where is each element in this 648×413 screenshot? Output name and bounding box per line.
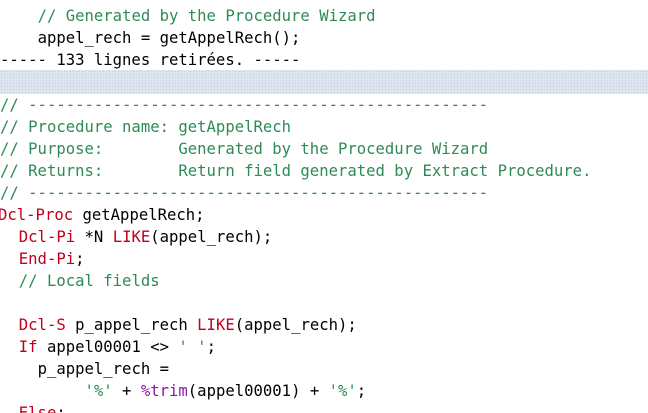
code-indent — [0, 382, 85, 400]
code-token-kw: If — [18, 338, 38, 356]
code-token-kw: Dcl-S — [18, 316, 66, 334]
code-token-cmt: // -------------------------------------… — [0, 184, 489, 202]
code-line[interactable]: // Purpose: Generated by the Procedure W… — [0, 138, 648, 160]
code-token-str: '%' — [328, 382, 357, 400]
code-token-cmt: // Procedure name: getAppelRech — [0, 118, 292, 136]
code-token-plain: (appel_rech); — [150, 228, 273, 246]
code-token-str: ' ' — [178, 338, 207, 356]
code-token-plain: getAppelRech; — [73, 206, 205, 224]
code-line[interactable]: // Returns: Return field generated by Ex… — [0, 160, 648, 182]
code-token-kw: LIKE — [197, 316, 235, 334]
code-token-cmt: // -------------------------------------… — [0, 96, 489, 114]
code-line[interactable]: If appel00001 <> ' '; — [0, 336, 648, 358]
code-token-kw: Dcl-Proc — [0, 206, 74, 224]
code-token-plain: p_appel_rech = — [37, 360, 169, 378]
code-line[interactable]: End-Pi; — [0, 248, 648, 270]
code-token-kw: Dcl-Pi — [18, 228, 76, 246]
code-token-kw: LIKE — [112, 228, 151, 246]
code-line[interactable]: // Generated by the Procedure Wizard — [0, 5, 648, 27]
code-indent — [0, 360, 38, 378]
code-token-plain: (appel_rech); — [234, 316, 357, 334]
code-token-cmt: // Returns: Return field generated by Ex… — [0, 162, 592, 180]
code-token-fn: %trim — [140, 382, 188, 400]
code-token-kw: Else — [18, 404, 57, 413]
code-line[interactable]: p_appel_rech = — [0, 358, 648, 380]
code-token-plain: appel00001 <> — [37, 338, 179, 356]
code-indent — [0, 228, 19, 246]
code-token-plain: ----- 133 lignes retirées. ----- — [0, 51, 301, 69]
folded-lines-separator — [0, 70, 648, 94]
code-indent — [0, 272, 19, 290]
code-token-plain: p_appel_rech — [65, 316, 198, 334]
code-token-cmt: // Local fields — [18, 272, 160, 290]
code-token-plain: ; — [206, 338, 216, 356]
code-token-cmt: // Purpose: Generated by the Procedure W… — [0, 140, 489, 158]
code-indent — [0, 338, 19, 356]
code-line[interactable]: // -------------------------------------… — [0, 94, 648, 116]
code-indent — [0, 404, 19, 413]
code-line[interactable] — [0, 292, 648, 314]
code-line[interactable]: // Local fields — [0, 270, 648, 292]
code-line[interactable]: ----- 133 lignes retirées. ----- — [0, 49, 648, 71]
code-token-cmt: // Generated by the Procedure Wizard — [37, 7, 376, 25]
code-line[interactable]: // Procedure name: getAppelRech — [0, 116, 648, 138]
code-line[interactable]: // -------------------------------------… — [0, 182, 648, 204]
code-line[interactable]: Dcl-Pi *N LIKE(appel_rech); — [0, 226, 648, 248]
code-token-plain: appel_rech = getAppelRech(); — [37, 29, 301, 47]
code-indent — [0, 250, 19, 268]
code-line[interactable]: appel_rech = getAppelRech(); — [0, 27, 648, 49]
code-indent — [0, 29, 38, 47]
code-token-plain: *N — [75, 228, 113, 246]
code-token-plain: ; — [56, 404, 66, 413]
code-indent — [0, 7, 38, 25]
code-token-str: '%' — [84, 382, 113, 400]
code-line[interactable]: Dcl-S p_appel_rech LIKE(appel_rech); — [0, 314, 648, 336]
code-token-plain: ; — [75, 250, 85, 268]
code-token-plain: + — [112, 382, 141, 400]
code-line[interactable]: '%' + %trim(appel00001) + '%'; — [0, 380, 648, 402]
code-indent — [0, 316, 19, 334]
code-token-kw: End-Pi — [18, 250, 76, 268]
code-line[interactable]: Else; — [0, 402, 648, 413]
code-token-plain: ; — [356, 382, 367, 400]
code-token-plain: (appel00001) + — [187, 382, 329, 400]
code-line[interactable]: Dcl-Proc getAppelRech; — [0, 204, 646, 226]
